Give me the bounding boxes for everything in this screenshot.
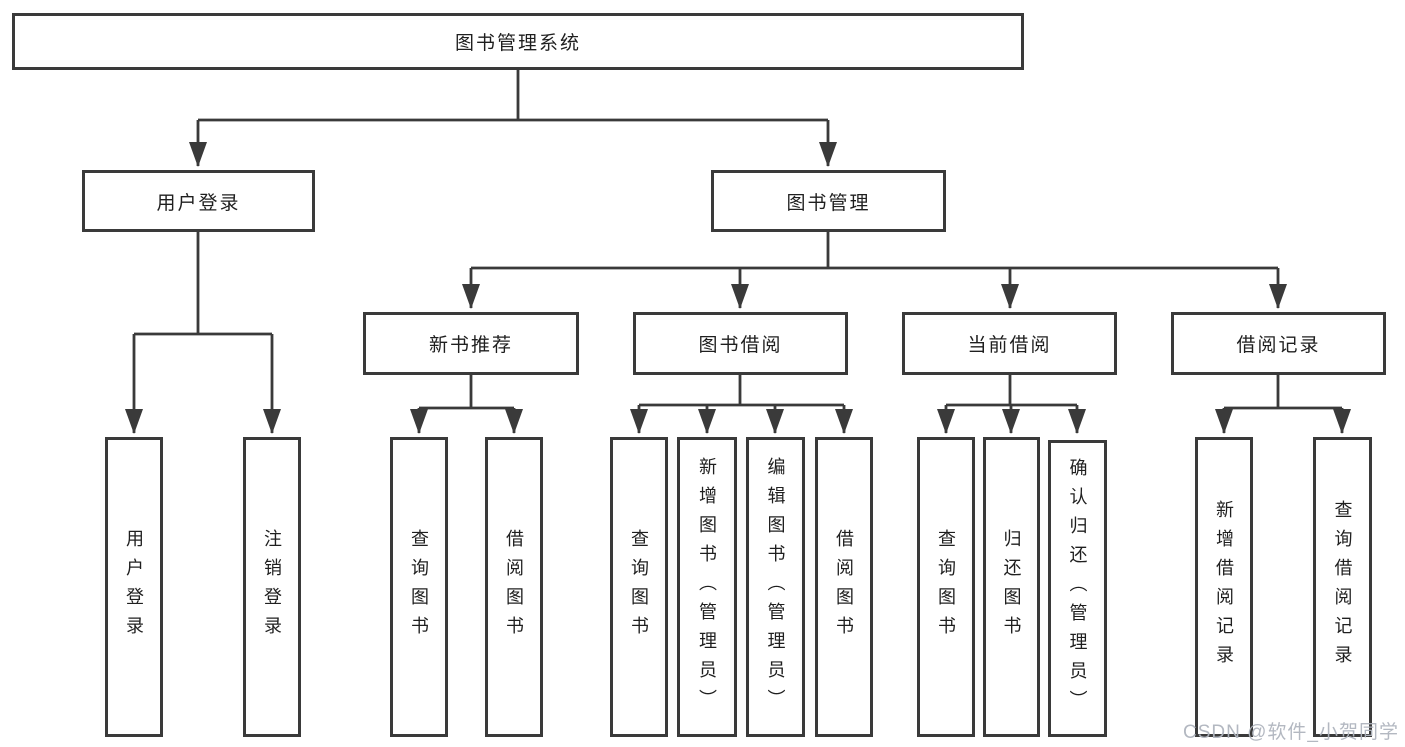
node-current-borrow: 当前借阅 — [902, 312, 1117, 375]
node-leaf-user-login: 用户登录 — [105, 437, 163, 737]
node-book-management: 图书管理 — [711, 170, 946, 232]
node-leaf-nb-query-book: 查询图书 — [390, 437, 448, 737]
connector-new-book-recommend — [410, 375, 523, 434]
node-leaf-bb-edit-book-admin: 编辑图书（管理员） — [746, 437, 805, 737]
node-book-borrow: 图书借阅 — [633, 312, 848, 375]
node-leaf-bb-borrow-book: 借阅图书 — [815, 437, 873, 737]
connector-book-management — [462, 232, 1287, 309]
node-leaf-br-add-record: 新增借阅记录 — [1195, 437, 1253, 737]
connector-user-login — [125, 232, 281, 434]
node-leaf-bb-query-book: 查询图书 — [610, 437, 668, 737]
node-user-login: 用户登录 — [82, 170, 315, 232]
node-leaf-logout: 注销登录 — [243, 437, 301, 737]
node-leaf-cb-confirm-return-admin: 确认归还（管理员） — [1048, 440, 1107, 737]
node-leaf-bb-add-book-admin: 新增图书（管理员） — [677, 437, 737, 737]
node-leaf-nb-borrow-book: 借阅图书 — [485, 437, 543, 737]
connector-borrow-records — [1215, 375, 1351, 434]
node-leaf-cb-return-book: 归还图书 — [983, 437, 1040, 737]
node-borrow-records: 借阅记录 — [1171, 312, 1386, 375]
connector-current-borrow — [937, 375, 1086, 434]
connector-root — [189, 69, 837, 167]
connector-book-borrow — [630, 375, 853, 434]
node-leaf-cb-query-book: 查询图书 — [917, 437, 975, 737]
node-library-management-system: 图书管理系统 — [12, 13, 1024, 70]
node-leaf-br-query-record: 查询借阅记录 — [1313, 437, 1372, 737]
node-new-book-recommend: 新书推荐 — [363, 312, 579, 375]
csdn-watermark: CSDN @软件_小贺同学 — [1183, 722, 1399, 743]
